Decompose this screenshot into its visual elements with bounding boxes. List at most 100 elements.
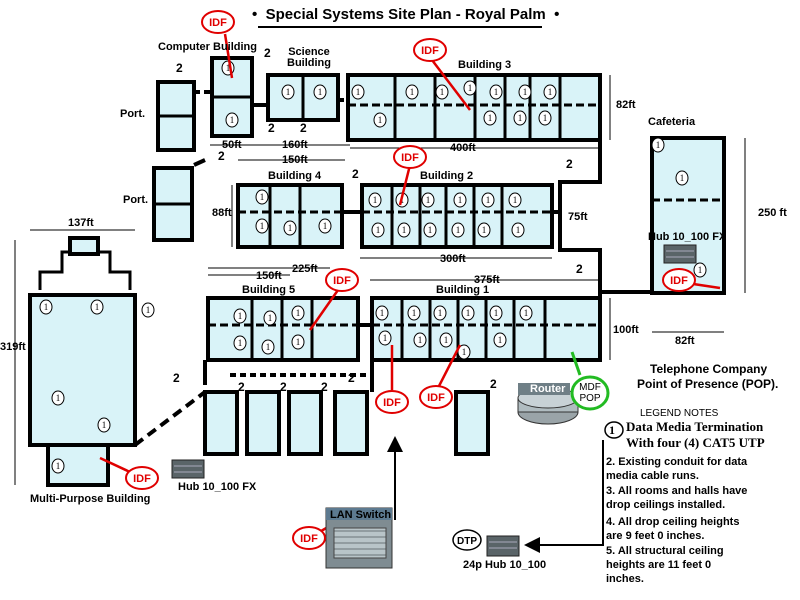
data-jack-symbol: 1 [318,218,332,234]
data-jack-number: 1 [466,308,471,318]
data-jack-symbol: 1 [263,310,277,326]
legend-note-5-line1: 5. All structural ceiling [606,545,724,557]
lan-switch-device [325,507,393,569]
data-jack-number: 1 [548,87,553,97]
hub-mp-device [171,459,205,479]
data-jack-number: 1 [494,87,499,97]
data-jack-symbol: 1 [413,332,427,348]
data-jack-number: 1 [286,87,291,97]
data-jack-number: 1 [543,113,548,123]
idf-connectors [99,33,721,536]
data-jack-number: 1 [698,265,703,275]
data-jack-symbol: 1 [397,222,411,238]
conduit-marker: 2 [238,380,245,394]
data-jack-symbol: 1 [457,344,471,360]
legend-note-3-line2: drop ceilings installed. [606,499,726,511]
data-jack-number: 1 [323,221,328,231]
idf-bubble-multipurpose: IDF [125,466,159,490]
data-jack-symbol: 1 [433,305,447,321]
conduit-marker: 2 [490,377,497,391]
legend-title: LEGEND NOTES [640,408,719,419]
arrows [387,436,604,553]
hub-cafeteria-device [663,244,697,264]
data-jack-number: 1 [440,87,445,97]
dtp-label: DTP [457,536,477,547]
portable-label-upper: Port. [120,108,146,120]
data-jack-symbol: 1 [90,299,104,315]
data-jack-symbol: 1 [261,339,275,355]
conduit-marker: 2 [264,46,271,60]
router-label: Router [530,383,566,395]
data-jack-symbol: 1 [461,305,475,321]
data-jack-number: 1 [523,87,528,97]
data-jack-number: 1 [146,305,151,315]
data-jack-symbol: 1 [481,192,495,208]
mdf-pop-bubble: MDF POP [570,375,610,411]
data-jack-symbol: 1 [371,222,385,238]
data-jack-number: 1 [268,313,273,323]
dim-100ft: 100ft [613,324,639,336]
portable-buildings [152,80,196,242]
science-building-label: Science Building [287,46,331,69]
legend-note-4-line2: are 9 feet 0 inches. [606,530,705,542]
data-jack-symbol: 1 [423,222,437,238]
data-jack-number: 1 [238,338,243,348]
pop-description-label: Point of Presence (POP). [637,377,779,391]
telephone-company-label: Telephone Company [650,362,768,376]
idf-label: IDF [133,473,151,485]
hub-24p-label: 24p Hub 10_100 [463,559,547,571]
conduit-marker: 2 [173,371,180,385]
data-jack-number: 1 [288,223,293,233]
idf-label: IDF [333,275,351,287]
data-jack-number: 1 [296,308,301,318]
data-jack-number: 1 [356,87,361,97]
legend-jack-number: 1 [609,423,615,437]
data-jack-symbol: 1 [538,110,552,126]
data-jack-number: 1 [56,461,61,471]
data-jack-number: 1 [380,308,385,318]
data-jack-number: 1 [444,335,449,345]
conduit-marker: 2 [300,121,307,135]
idf-bubble-building5: IDF [325,268,359,292]
data-jack-symbol: 1 [281,84,295,100]
dim-82ft-bottom: 82ft [675,335,695,347]
dim-319ft: 319ft [0,341,26,353]
idf-label: IDF [383,397,401,409]
data-jack-number: 1 [428,225,433,235]
buildings-layer [28,56,726,487]
legend-jack-symbol: 1 [604,421,624,439]
data-jack-number: 1 [680,173,685,183]
multi-purpose-building [28,236,137,487]
title-bullet-left: • [252,6,258,23]
portable-label-lower: Port. [123,194,149,206]
mdf-connector [570,351,582,376]
data-jack-symbol: 1 [543,84,557,100]
conduit-marker: 2 [348,371,355,385]
dimension-lines [14,75,746,485]
data-jack-symbol: 1 [255,189,269,205]
conduit-marker: 2 [218,149,225,163]
legend-note-2-line1: 2. Existing conduit for data [606,456,748,468]
data-jack-symbol: 1 [373,112,387,128]
data-jack-symbol: 1 [421,192,435,208]
data-jack-symbol: 1 [439,332,453,348]
idf-bubble-building1a: IDF [375,390,409,414]
data-jack-number: 1 [376,225,381,235]
multi-purpose-building-label: Multi-Purpose Building [30,493,151,505]
idf-bubbles: IDF IDF IDF IDF IDF IDF IDF IDF IDF [125,10,696,550]
data-jack-number: 1 [468,83,473,93]
idf-label: IDF [401,152,419,164]
idf-label: IDF [427,392,445,404]
data-jack-number: 1 [494,308,499,318]
conduit-marker: 2 [566,157,573,171]
legend-note-3-line1: 3. All rooms and halls have [606,485,748,497]
conduit-marker: 2 [280,380,287,394]
dim-225ft: 225ft [292,263,318,275]
data-jack-symbol: 1 [518,84,532,100]
conduit-marker: 2 [576,262,583,276]
dim-160ft: 160ft [282,139,308,151]
cafeteria [650,136,726,295]
conduit-marker: 2 [352,167,359,181]
